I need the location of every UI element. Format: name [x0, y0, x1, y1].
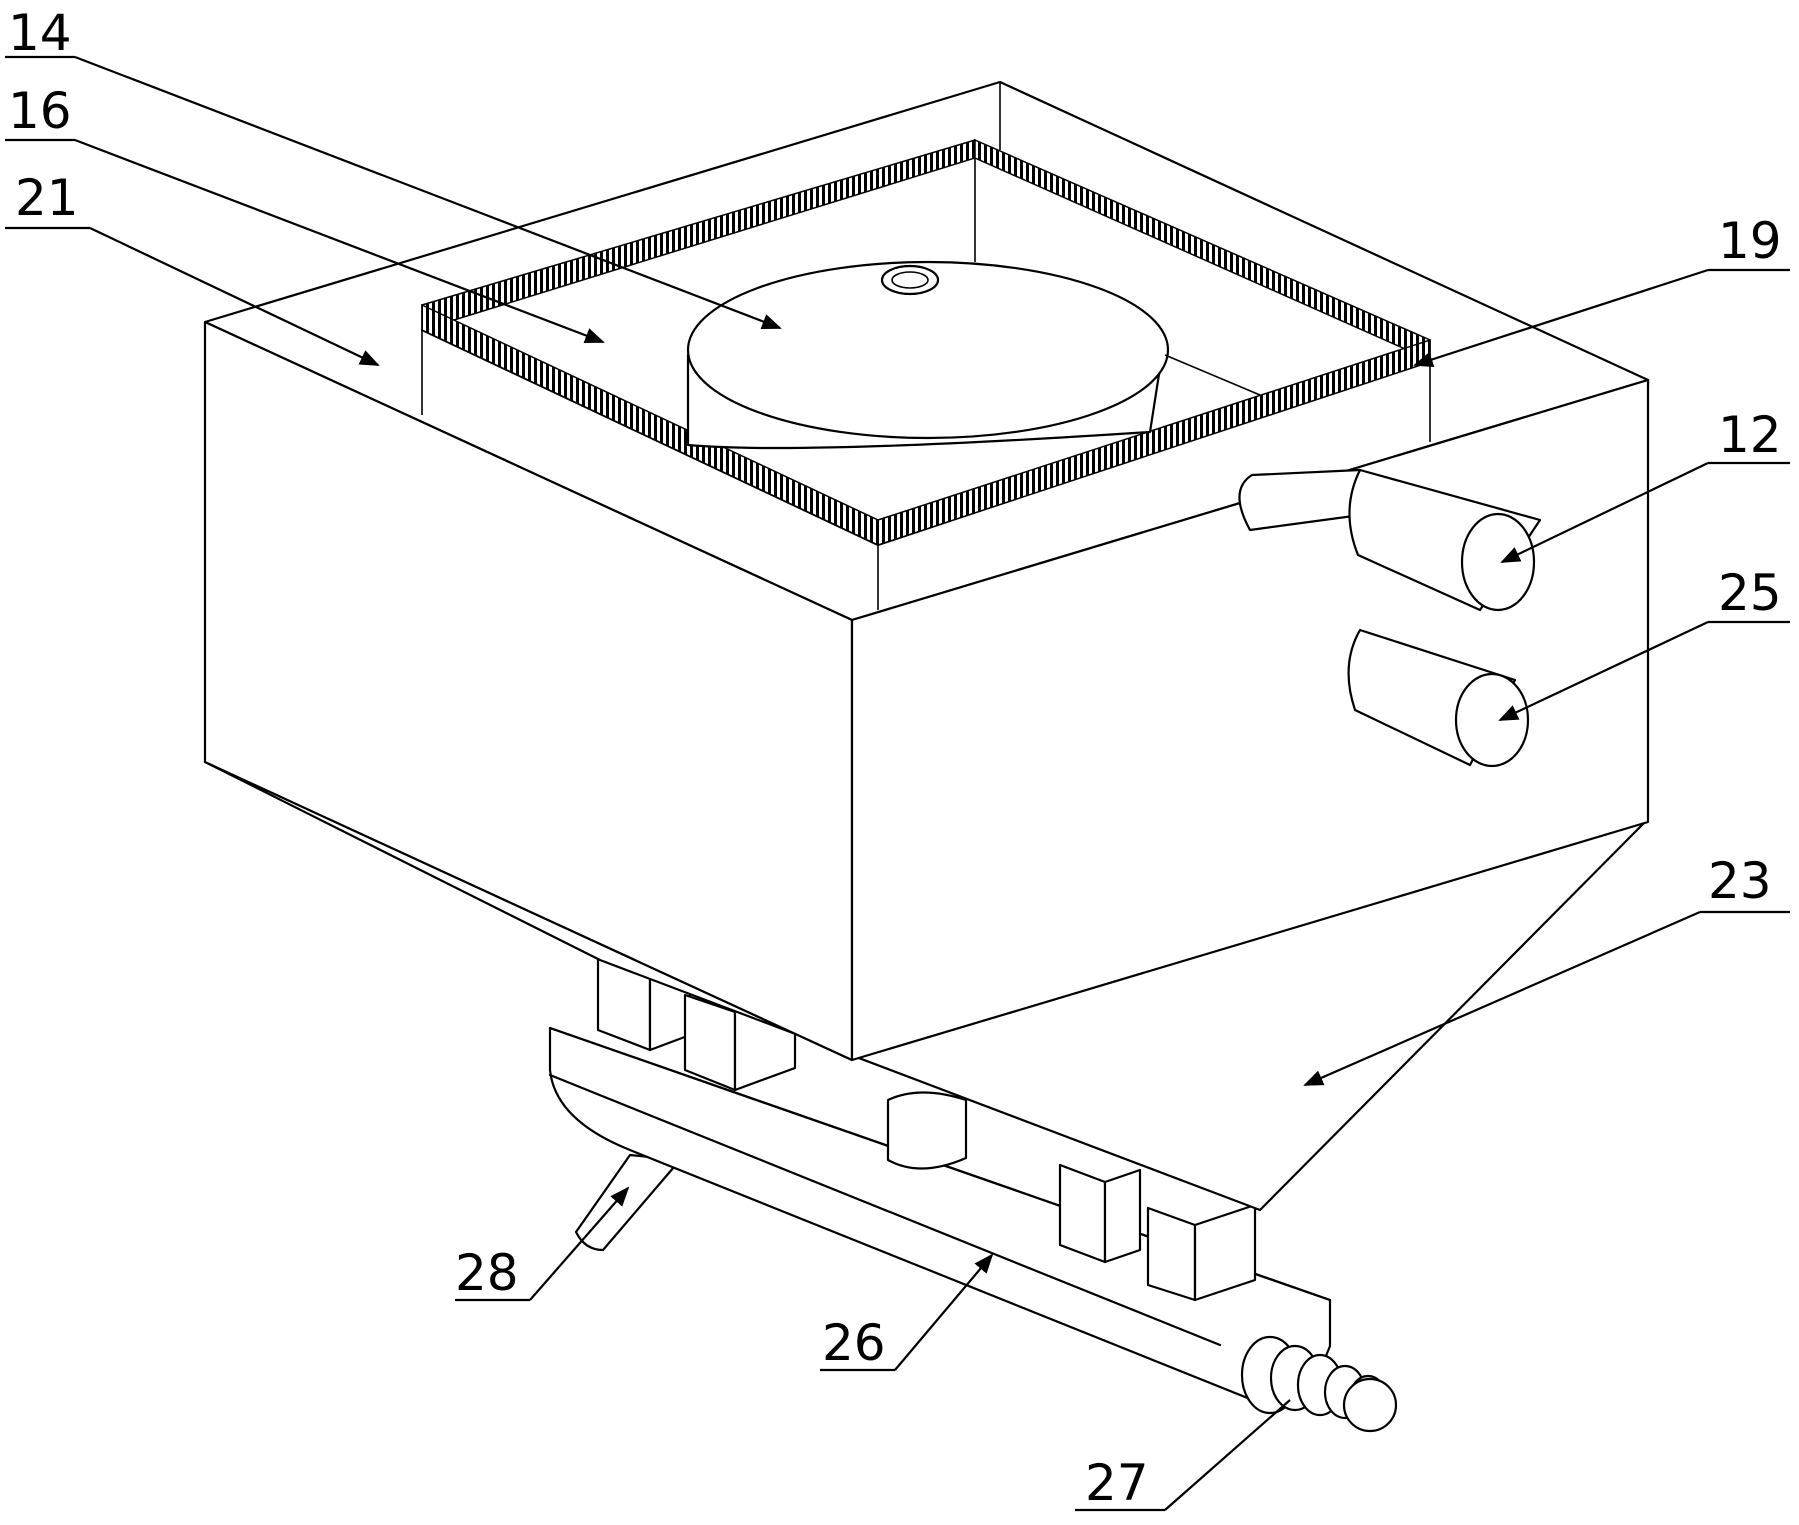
label-23: 23 — [1708, 852, 1772, 910]
label-28: 28 — [455, 1244, 519, 1302]
drive-motor — [1240, 1335, 1398, 1433]
label-21: 21 — [15, 169, 79, 227]
discharge-pipe — [574, 1153, 682, 1252]
label-14: 14 — [8, 4, 72, 62]
label-25: 25 — [1718, 564, 1782, 622]
label-27: 27 — [1085, 1454, 1149, 1512]
leader-25 — [1498, 620, 1790, 721]
leader-12 — [1500, 461, 1790, 563]
bottom-screw-conveyor — [548, 953, 1398, 1433]
leader-16 — [5, 138, 605, 344]
hatched-frame — [421, 138, 1431, 547]
leader-28 — [455, 1186, 630, 1302]
label-19: 19 — [1718, 212, 1782, 270]
leader-21 — [5, 226, 380, 366]
support-cylinder — [886, 1091, 968, 1170]
label-26: 26 — [822, 1314, 886, 1372]
support-block — [1146, 1206, 1197, 1302]
label-12: 12 — [1718, 406, 1782, 464]
leader-26 — [820, 1253, 994, 1372]
leader-23 — [1303, 910, 1790, 1087]
leader-14 — [5, 55, 782, 330]
leader-27 — [1075, 1399, 1291, 1512]
outlet-pipe — [1347, 628, 1530, 768]
support-block — [1058, 1163, 1107, 1264]
label-16: 16 — [8, 82, 72, 140]
inlet-pipe — [1238, 468, 1542, 612]
leader-19 — [1413, 268, 1790, 368]
cylinder-tank — [686, 260, 1261, 450]
